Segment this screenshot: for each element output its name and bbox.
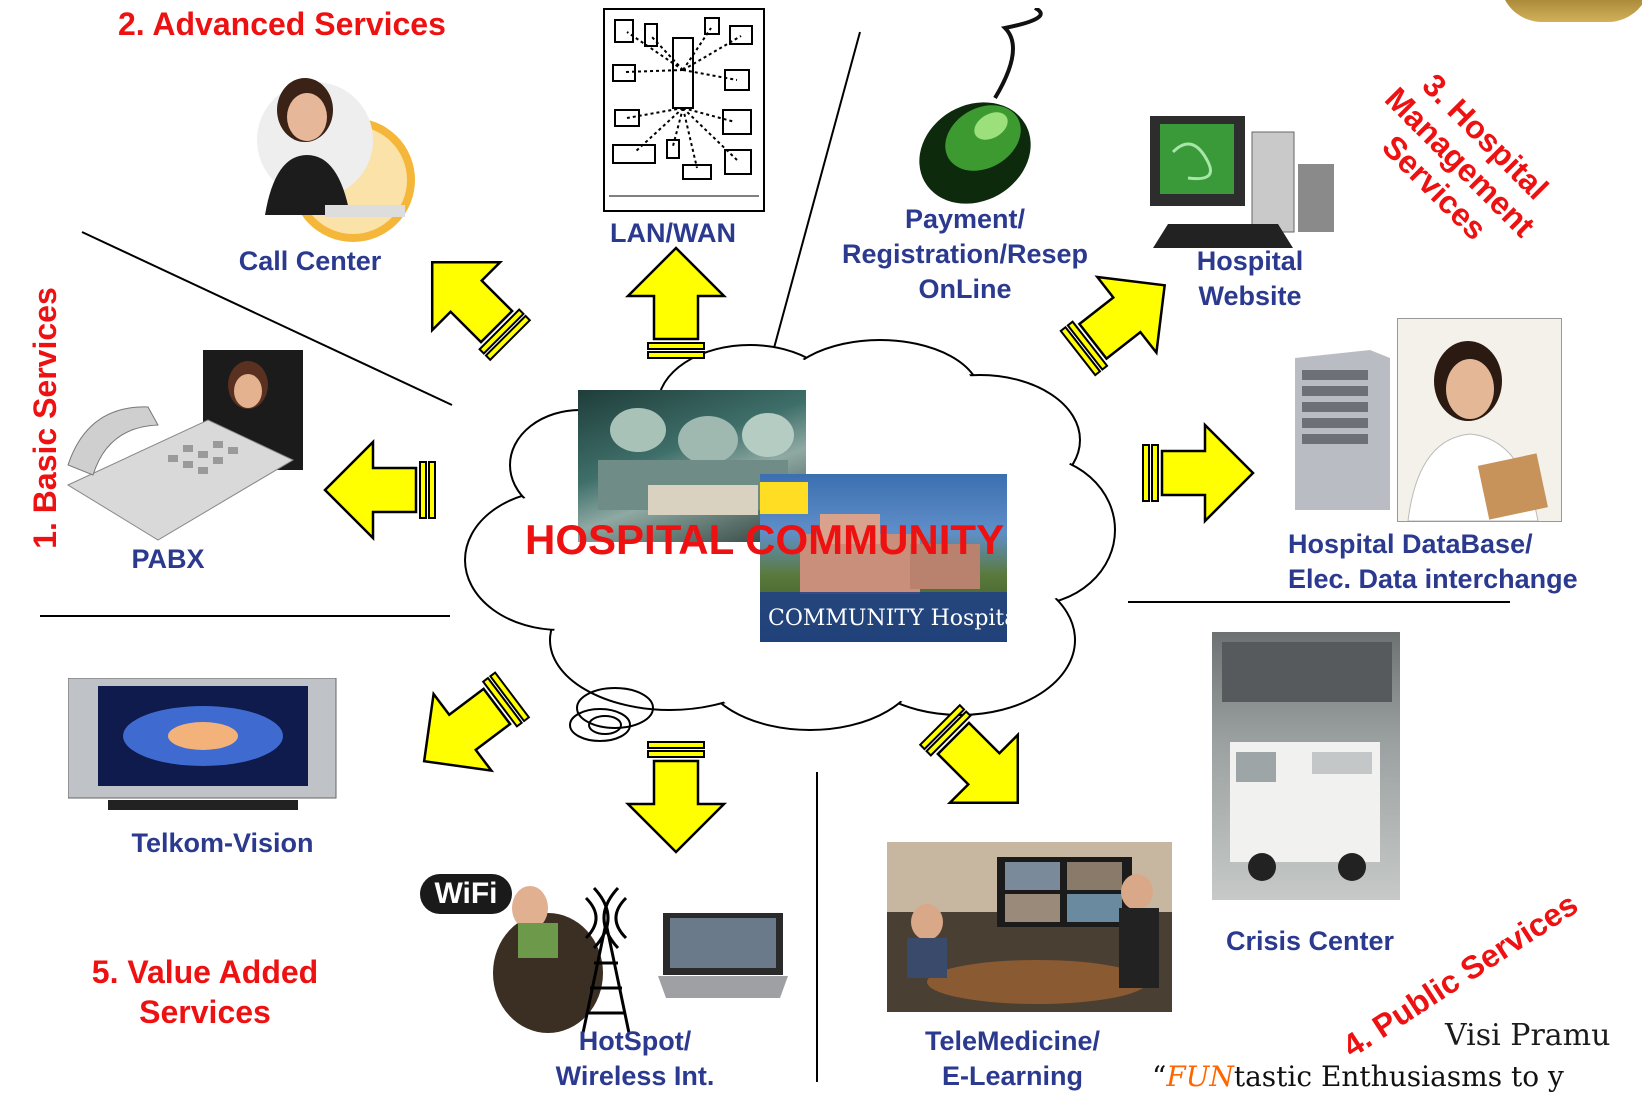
server-photo [1290, 350, 1395, 510]
community-hospital-caption: COMMUNITY Hospital [768, 606, 1007, 631]
crisis-center-label: Crisis Center [1225, 926, 1395, 956]
category-basic: 1. Basic Services [27, 287, 63, 549]
tagline-rest: tastic Enthusiasms to y [1233, 1060, 1564, 1093]
hospital-db-label-line: Hospital DataBase/ [1288, 529, 1533, 559]
category-advanced: 2. Advanced Services [118, 6, 446, 42]
hospital-db-label: Hospital DataBase/ Elec. Data interchang… [1288, 527, 1578, 597]
payment-label-line: Payment/ [904, 204, 1026, 234]
divider-line [773, 31, 861, 349]
community-hospital-photo: COMMUNITY Hospital [760, 474, 1007, 642]
category-value-added-line: 5. Value Added [91, 954, 319, 990]
arrow-to-hospital-db [1141, 423, 1255, 523]
telemedicine-label: TeleMedicine/ E-Learning [900, 1024, 1125, 1094]
arrow-to-pabx [323, 440, 437, 540]
pabx-photo [48, 345, 303, 545]
call-center-label: Call Center [238, 246, 382, 276]
telemedicine-label-line: E-Learning [941, 1061, 1083, 1091]
wifi-logo-text: WiFi [434, 877, 498, 910]
arrow-to-hotspot [626, 740, 726, 854]
telemedicine-label-line: TeleMedicine/ [924, 1026, 1101, 1056]
tagline-open-quote: “ [1152, 1060, 1167, 1093]
arrow-to-call-center [397, 227, 546, 376]
tagline-fun: FUN [1166, 1060, 1234, 1093]
center-label: HOSPITAL COMMUNITY [525, 516, 1005, 563]
ambulance-photo [1212, 632, 1400, 900]
hospital-db-label-line: Elec. Data interchange [1288, 564, 1578, 594]
payment-label-line: Registration/Resep [841, 239, 1089, 269]
logo-fragment [1500, 0, 1642, 22]
telkom-vision-label: Telkom-Vision [131, 828, 314, 858]
hospital-website-label-line: Website [1198, 281, 1302, 311]
vision-text: Visi Pramu [1445, 1018, 1611, 1053]
divider-line [81, 231, 453, 406]
lan-wan-photo [603, 8, 765, 212]
doctor-photo [1397, 318, 1562, 522]
cloud-tail [569, 687, 654, 742]
tagline-text: “FUNtastic Enthusiasms to y [1152, 1060, 1564, 1093]
hospital-website-label: Hospital Website [1180, 244, 1320, 314]
payment-label: Payment/ Registration/Resep OnLine [815, 202, 1115, 307]
mouse-photo [905, 8, 1085, 208]
telemedicine-photo [887, 842, 1172, 1012]
hotspot-label: HotSpot/ Wireless Int. [530, 1024, 740, 1094]
wifi-logo: WiFi [420, 874, 512, 914]
call-center-photo [255, 55, 420, 250]
lan-wan-label: LAN/WAN [610, 218, 736, 248]
arrow-to-lan-wan [626, 246, 726, 360]
hotspot-label-line: Wireless Int. [555, 1061, 715, 1091]
arrow-to-telkom-vision [394, 655, 543, 801]
computer-photo [1148, 112, 1338, 250]
hotspot-label-line: HotSpot/ [578, 1026, 692, 1056]
payment-label-line: OnLine [918, 274, 1012, 304]
pabx-label: PABX [131, 544, 205, 574]
tv-photo [68, 678, 338, 823]
category-value-added: 5. Value Added Services [70, 952, 340, 1032]
category-value-added-line: Services [139, 994, 271, 1030]
hotspot-photo: WiFi [418, 868, 798, 1033]
hospital-website-label-line: Hospital [1196, 246, 1304, 276]
